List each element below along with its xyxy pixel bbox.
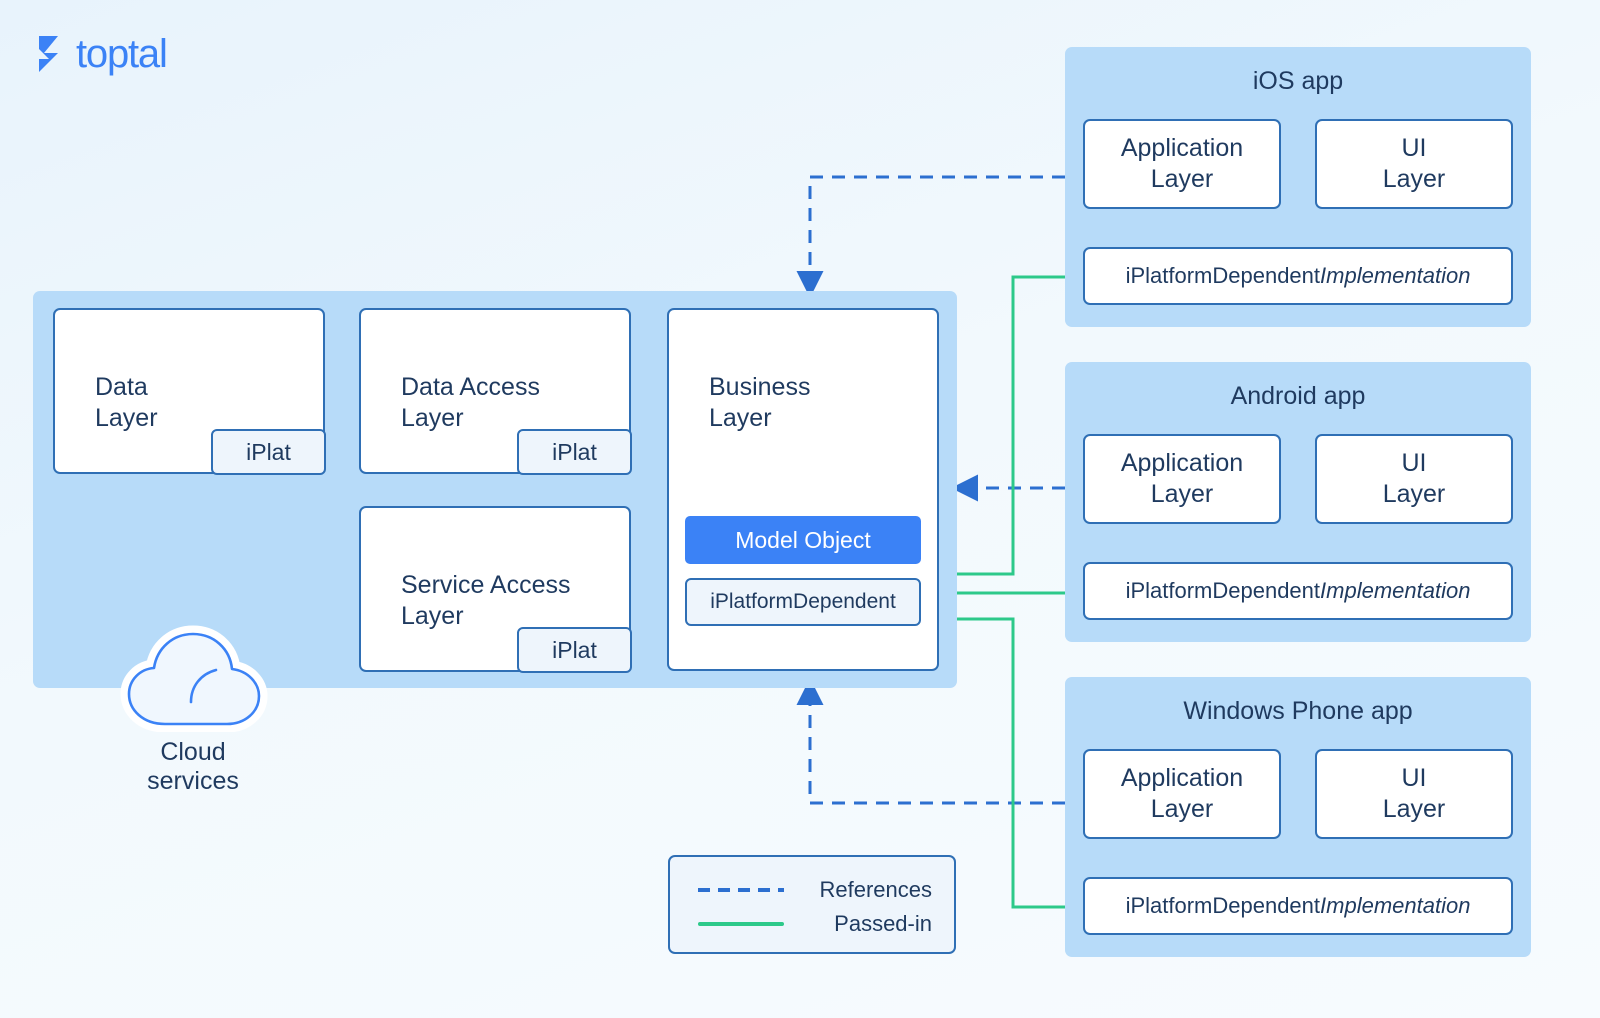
cloud-services-group: Cloud services bbox=[113, 624, 273, 796]
toptal-chevron-icon bbox=[39, 36, 58, 72]
data-layer-iplat-badge[interactable]: iPlat bbox=[211, 429, 326, 475]
model-object-box[interactable]: Model Object bbox=[685, 516, 921, 564]
windows-application-layer-box[interactable]: Application Layer bbox=[1083, 749, 1281, 839]
toptal-wordmark: toptal bbox=[76, 32, 168, 76]
solid-line-swatch-icon bbox=[698, 922, 784, 926]
ios-iplatformdependent-implementation-box[interactable]: iPlatformDependent Implementation bbox=[1083, 247, 1513, 305]
dashed-line-swatch-icon bbox=[698, 888, 784, 892]
legend-passed-in-label: Passed-in bbox=[834, 911, 932, 936]
data-layer-box[interactable]: Data Layer iPlat bbox=[53, 308, 326, 475]
ios-app-title: iOS app bbox=[1252, 67, 1344, 95]
android-app-title: Android app bbox=[1230, 382, 1366, 410]
data-access-layer-title: Data Access Layer bbox=[401, 373, 540, 432]
ios-app-panel: iOS app Application Layer UI Layer iPlat… bbox=[1065, 47, 1531, 327]
android-iplatformdependent-implementation-box[interactable]: iPlatformDependent Implementation bbox=[1083, 562, 1513, 620]
android-impl-prefix: iPlatformDependent bbox=[1125, 578, 1321, 603]
android-ui-layer-box[interactable]: UI Layer bbox=[1315, 434, 1513, 524]
iplatformdependent-interface-box[interactable]: iPlatformDependent bbox=[685, 578, 921, 626]
android-app-panel: Android app Application Layer UI Layer i… bbox=[1065, 362, 1531, 642]
ios-impl-prefix: iPlatformDependent bbox=[1125, 263, 1321, 288]
passed-in-line-windows bbox=[921, 605, 1083, 909]
shared-core-container: Data Layer iPlat Data Access Layer iPlat… bbox=[33, 291, 957, 688]
windows-phone-app-title: Windows Phone app bbox=[1183, 697, 1413, 725]
windows-ui-layer-box[interactable]: UI Layer bbox=[1315, 749, 1513, 839]
legend-row-passed-in: Passed-in bbox=[698, 909, 932, 939]
ios-ui-layer-box[interactable]: UI Layer bbox=[1315, 119, 1513, 209]
data-layer-title: Data Layer bbox=[95, 373, 158, 432]
business-layer-box[interactable]: Business Layer Model Object iPlatformDep… bbox=[667, 308, 939, 671]
data-access-layer-box[interactable]: Data Access Layer iPlat bbox=[359, 308, 632, 475]
legend-references-label: References bbox=[819, 877, 932, 902]
toptal-logo: toptal bbox=[36, 32, 168, 76]
android-impl-emphasis: Implementation bbox=[1320, 578, 1471, 603]
ios-application-layer-box[interactable]: Application Layer bbox=[1083, 119, 1281, 209]
windows-impl-emphasis: Implementation bbox=[1320, 893, 1471, 918]
cloud-services-label: Cloud services bbox=[147, 738, 239, 795]
ios-impl-emphasis: Implementation bbox=[1320, 263, 1471, 288]
service-access-layer-iplat-badge[interactable]: iPlat bbox=[517, 627, 632, 673]
cloud-icon bbox=[120, 625, 268, 732]
legend-row-references: References bbox=[698, 875, 932, 905]
reference-line-windows bbox=[796, 678, 1065, 805]
legend-box: References Passed-in bbox=[668, 855, 956, 954]
service-access-layer-title: Service Access Layer bbox=[401, 571, 571, 630]
android-application-layer-box[interactable]: Application Layer bbox=[1083, 434, 1281, 524]
passed-in-line-ios bbox=[921, 275, 1083, 588]
windows-phone-app-panel: Windows Phone app Application Layer UI L… bbox=[1065, 677, 1531, 957]
reference-line-ios bbox=[796, 175, 1065, 298]
windows-iplatformdependent-implementation-box[interactable]: iPlatformDependent Implementation bbox=[1083, 877, 1513, 935]
service-access-layer-box[interactable]: Service Access Layer iPlat bbox=[359, 506, 632, 673]
business-layer-title: Business Layer bbox=[709, 373, 811, 432]
data-access-layer-iplat-badge[interactable]: iPlat bbox=[517, 429, 632, 475]
windows-impl-prefix: iPlatformDependent bbox=[1125, 893, 1321, 918]
